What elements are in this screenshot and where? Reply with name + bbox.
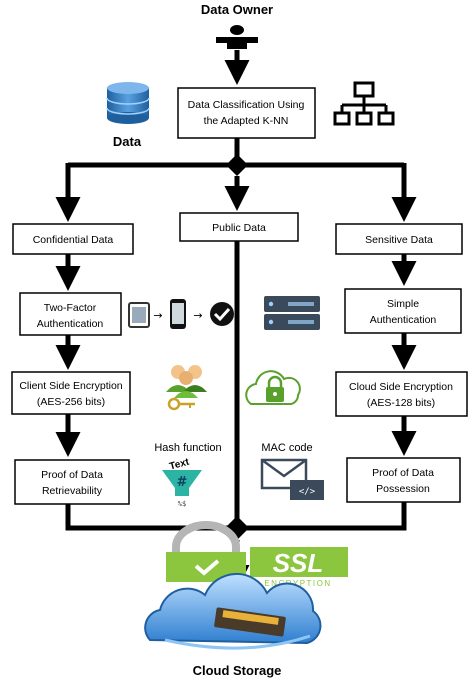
retrievability-line1: Proof of Data — [41, 469, 103, 481]
hash-icon: Text # %$ — [162, 457, 202, 508]
simple-auth-box — [344, 288, 462, 334]
ssl-badge: SSL ENCRYPTION — [166, 521, 348, 588]
confidential-label: Confidential Data — [33, 234, 114, 246]
sensitive-label: Sensitive Data — [365, 234, 433, 246]
ssl-text: SSL — [273, 548, 324, 578]
code-glyph: </> — [299, 487, 316, 497]
classification-box — [177, 87, 316, 139]
classification-line1: Data Classification Using — [188, 99, 305, 111]
right-return-line — [244, 502, 407, 531]
cloud-storage-label: Cloud Storage — [193, 663, 282, 678]
ssl-subtext: ENCRYPTION — [264, 579, 331, 588]
mac-code-label: MAC code — [261, 442, 312, 454]
left-return-line — [65, 504, 230, 531]
cloud-encryption-line2: (AES-128 bits) — [367, 397, 435, 409]
confidential-box — [12, 223, 134, 255]
cloud-lock-icon — [245, 370, 301, 405]
public-box — [179, 212, 299, 242]
possession-line2: Possession — [376, 483, 430, 495]
retrievability-box — [14, 459, 130, 505]
envelope-code-icon: </> — [260, 458, 324, 500]
hash-function-label: Hash function — [154, 442, 221, 454]
client-encryption-line2: (AES-256 bits) — [37, 396, 105, 408]
data-owner-label: Data Owner — [201, 2, 273, 17]
tablet-icon — [128, 302, 150, 328]
retrievability-line2: Retrievability — [42, 485, 103, 497]
client-encryption-box — [11, 371, 131, 415]
classification-line2: the Adapted K-NN — [204, 115, 289, 127]
checkmark-icon — [210, 302, 234, 326]
users-key-icon — [166, 365, 207, 411]
data-owner-icon — [216, 25, 258, 49]
server-icon — [264, 296, 320, 330]
hierarchy-icon — [333, 81, 395, 126]
sensitive-box — [335, 223, 463, 255]
cloud-storage-icon — [144, 572, 322, 650]
arrow-glyph-1: → — [153, 309, 162, 322]
two-factor-line1: Two-Factor — [44, 302, 97, 314]
possession-line1: Proof of Data — [372, 467, 434, 479]
cloud-encryption-box — [335, 371, 468, 417]
database-icon — [106, 82, 150, 124]
possession-box — [346, 457, 461, 503]
arrow-glyph-2: → — [193, 309, 202, 322]
hash-badge-text: Text — [168, 457, 191, 473]
client-encryption-line1: Client Side Encryption — [19, 380, 122, 392]
two-factor-line2: Authentication — [37, 318, 104, 330]
phone-icon — [170, 299, 186, 329]
public-label: Public Data — [212, 222, 266, 234]
hash-output-glyph: %$ — [178, 500, 186, 508]
hash-glyph: # — [177, 475, 188, 490]
cloud-encryption-line1: Cloud Side Encryption — [349, 381, 453, 393]
data-label: Data — [113, 134, 142, 149]
simple-auth-line2: Authentication — [370, 314, 437, 326]
simple-auth-line1: Simple — [387, 298, 419, 310]
